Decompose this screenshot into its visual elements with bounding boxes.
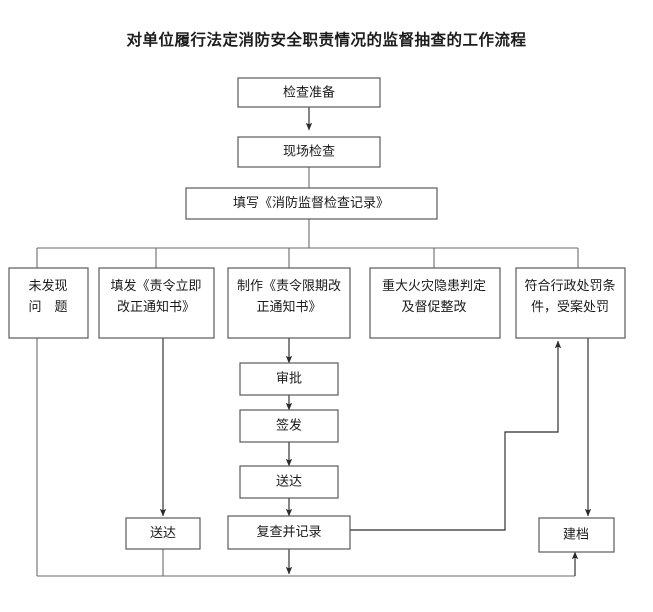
node-branch1[interactable]: 未发现 问 题 <box>8 267 89 339</box>
node-archive-box <box>538 517 615 553</box>
node-approve-box <box>239 362 339 396</box>
node-onsite-box <box>237 136 381 168</box>
node-deliver-left-label: 送达 <box>150 525 176 540</box>
node-record[interactable]: 填写《消防监督检查记录》 <box>185 187 438 220</box>
node-branch1-box <box>8 267 89 339</box>
node-recheck[interactable]: 复查并记录 <box>227 515 351 550</box>
node-recheck-box <box>227 515 351 550</box>
node-branch4[interactable]: 重大火灾隐患判定 及督促整改 <box>369 267 501 339</box>
node-branch4-label-line1: 重大火灾隐患判定 <box>382 278 486 293</box>
node-branch3-label-line1: 制作《责令限期改 <box>237 278 341 293</box>
edge-recheck-to-branch5 <box>350 340 562 531</box>
node-branch5-label-line1: 符合行政处罚条 <box>524 278 615 293</box>
node-deliver-left-box <box>125 517 201 550</box>
node-issue-label: 签发 <box>276 417 302 432</box>
node-prepare-label: 检查准备 <box>283 84 335 99</box>
node-branch2[interactable]: 填发《责令立即 改正通知书》 <box>98 267 215 339</box>
node-approve-label: 审批 <box>276 370 302 385</box>
node-issue[interactable]: 签发 <box>239 409 339 443</box>
node-record-label: 填写《消防监督检查记录》 <box>233 195 389 210</box>
node-branch3-label-line2: 正通知书》 <box>256 299 321 314</box>
node-deliver-mid-label: 送达 <box>276 473 302 488</box>
page-title: 对单位履行法定消防安全职责情况的监督抽查的工作流程 <box>126 32 527 49</box>
node-approve[interactable]: 审批 <box>239 362 339 396</box>
node-branch1-label-line1: 未发现 <box>28 278 67 293</box>
node-branch4-box <box>369 267 501 339</box>
node-archive[interactable]: 建档 <box>538 517 615 553</box>
node-branch2-label-line2: 改正通知书》 <box>117 299 195 314</box>
node-prepare[interactable]: 检查准备 <box>237 77 381 108</box>
node-branch5-box <box>515 267 626 339</box>
node-onsite-label: 现场检查 <box>283 143 335 158</box>
node-branch2-label-line1: 填发《责令立即 <box>110 278 201 293</box>
node-branch2-box <box>98 267 215 339</box>
node-branch3-box <box>227 267 351 339</box>
node-deliver-mid[interactable]: 送达 <box>239 465 339 499</box>
node-deliver-left[interactable]: 送达 <box>125 517 201 550</box>
node-archive-label: 建档 <box>563 526 589 541</box>
node-branch4-label-line2: 及督促整改 <box>401 299 466 314</box>
node-deliver-mid-box <box>239 465 339 499</box>
node-branch5[interactable]: 符合行政处罚条 件，受案处罚 <box>515 267 626 339</box>
node-branch1-label-line2: 问 题 <box>28 299 67 314</box>
node-record-box <box>185 187 438 220</box>
node-branch3[interactable]: 制作《责令限期改 正通知书》 <box>227 267 351 339</box>
node-prepare-box <box>237 77 381 108</box>
node-recheck-label: 复查并记录 <box>256 524 321 539</box>
node-onsite[interactable]: 现场检查 <box>237 136 381 168</box>
node-issue-box <box>239 409 339 443</box>
node-branch5-label-line2: 件，受案处罚 <box>531 299 609 314</box>
